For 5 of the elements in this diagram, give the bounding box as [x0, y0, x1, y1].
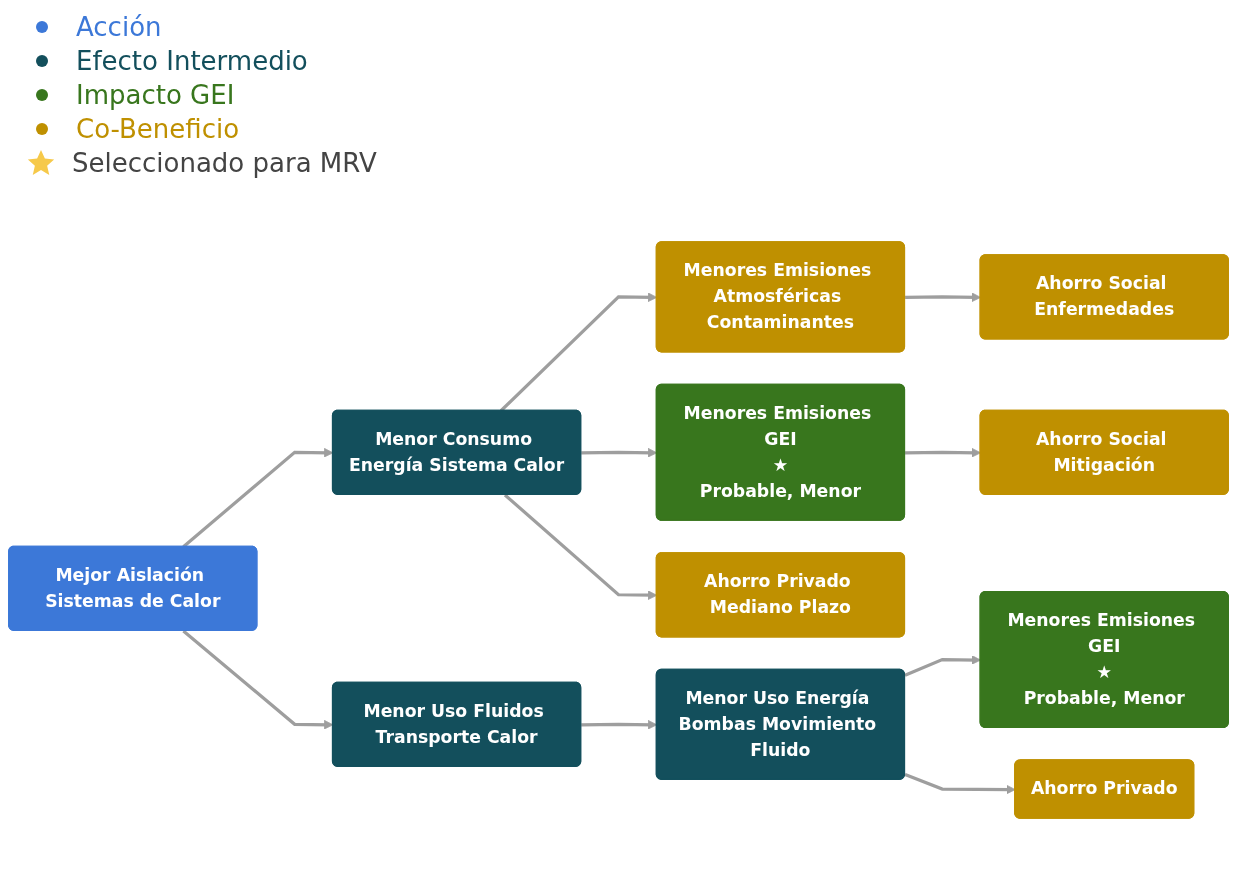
legend-label: Impacto GEI — [76, 80, 235, 110]
legend-label: Acción — [76, 12, 162, 42]
legend-label: Efecto Intermedio — [76, 46, 308, 76]
legend-label: Seleccionado para MRV — [72, 148, 377, 178]
legend-label: Co-Beneficio — [76, 114, 240, 144]
